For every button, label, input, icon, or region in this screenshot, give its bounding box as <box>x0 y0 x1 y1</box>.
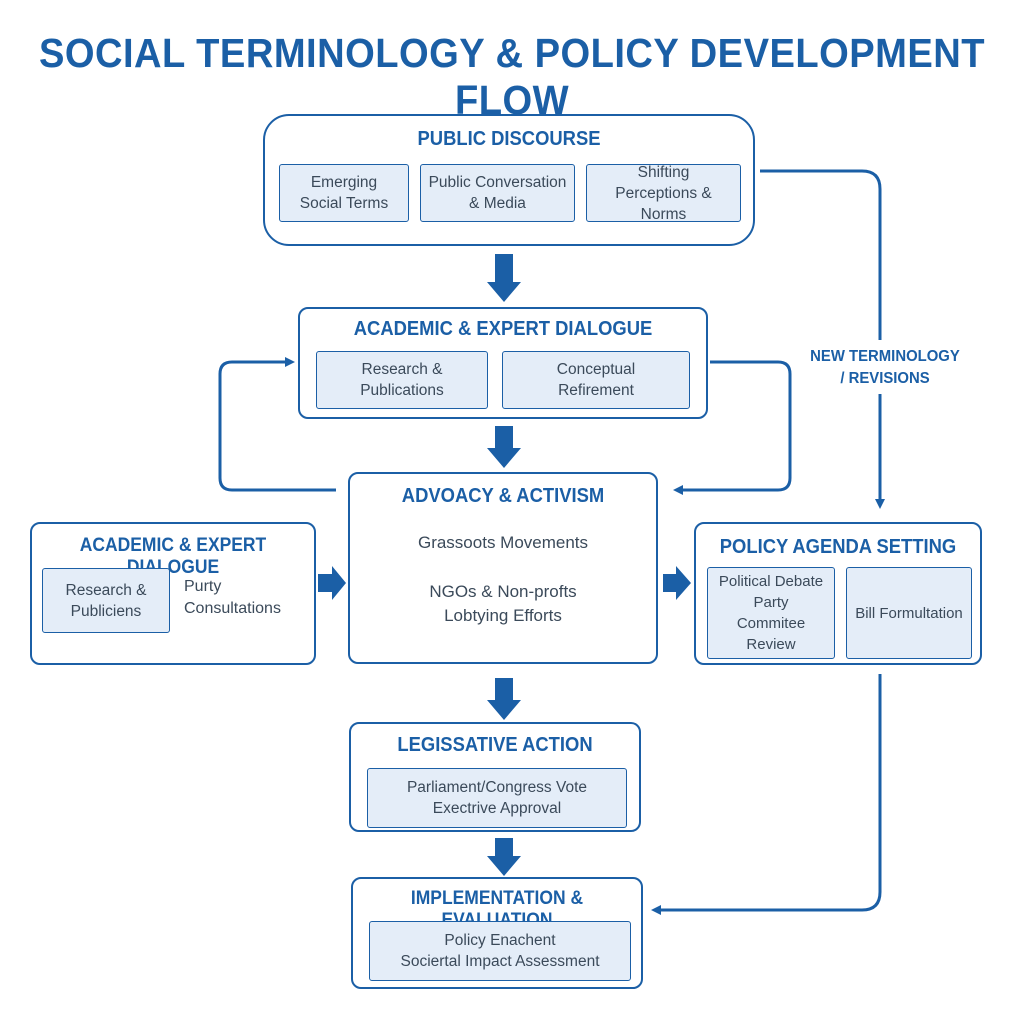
research-publications-left-node: Research & Publiciens <box>42 568 170 633</box>
public-discourse-title: PUBLIC DISCOURSE <box>417 128 601 150</box>
public-conversation-node: Public Conversation & Media <box>420 164 575 222</box>
legislative-action-box: LEGISSATIVE ACTION Parliament/Congress V… <box>349 722 641 832</box>
feedback-arrow-bottom <box>651 674 882 915</box>
down-arrow-legislative-to-implementation <box>487 838 521 876</box>
academic-dialogue-title: ACADEMIC & EXPERT DIALOGUE <box>353 318 653 340</box>
party-consultations-text: Purty Consultations <box>184 578 281 617</box>
advocacy-title: ADVOACY & ACTIVISM <box>401 485 605 507</box>
ngos-lobbying-text: NGOs & Non-profts Lobtying Efforts <box>429 582 577 625</box>
academic-dialogue-left-box: ACADEMIC & EXPERT DIALOGUE Research & Pu… <box>30 522 316 665</box>
right-arrow-left-to-advocacy <box>318 566 346 600</box>
down-arrow-advocacy-to-legislative <box>487 678 521 720</box>
legislative-action-title: LEGISSATIVE ACTION <box>397 734 593 756</box>
academic-dialogue-box: ACADEMIC & EXPERT DIALOGUE Research & Pu… <box>298 307 708 419</box>
policy-agenda-title: POLICY AGENDA SETTING <box>719 536 957 558</box>
implementation-box: IMPLEMENTATION & EVALUATION Policy Enach… <box>351 877 643 989</box>
feedback-arrow-top <box>760 169 882 340</box>
policy-enactment-node: Policy Enachent Sociertal Impact Assessm… <box>369 921 631 981</box>
political-debate-node: Political Debate Party Commitee Review <box>707 567 835 659</box>
emerging-social-terms-node: Emerging Social Terms <box>279 164 409 222</box>
grassroots-text: Grassoots Movements <box>417 533 589 552</box>
research-publications-node: Research & Publications <box>316 351 488 409</box>
right-arrow-advocacy-to-policy <box>663 566 691 600</box>
down-arrow-discourse-to-academic <box>487 254 521 302</box>
shifting-perceptions-node: Shifting Perceptions & Norms <box>586 164 741 223</box>
new-terminology-label: NEW TERMINOLOGY / REVISIONS <box>810 348 960 387</box>
conceptual-refinement-node: Conceptual Refirement <box>502 351 690 409</box>
policy-agenda-box: POLICY AGENDA SETTING Political Debate P… <box>694 522 982 665</box>
loop-arrow-left <box>218 357 336 492</box>
advocacy-box: ADVOACY & ACTIVISM Grassoots Movements N… <box>348 472 658 664</box>
parliament-vote-node: Parliament/Congress Vote Exectrive Appro… <box>367 768 627 828</box>
page-title: SOCIAL TERMINOLOGY & POLICY DEVELOPMENT … <box>38 30 986 123</box>
loop-arrow-right <box>673 360 792 495</box>
public-discourse-box: PUBLIC DISCOURSE Emerging Social Terms P… <box>263 114 755 246</box>
bill-formulation-node: Bill Formultation <box>846 567 972 659</box>
down-arrow-academic-to-advocacy <box>487 426 521 468</box>
